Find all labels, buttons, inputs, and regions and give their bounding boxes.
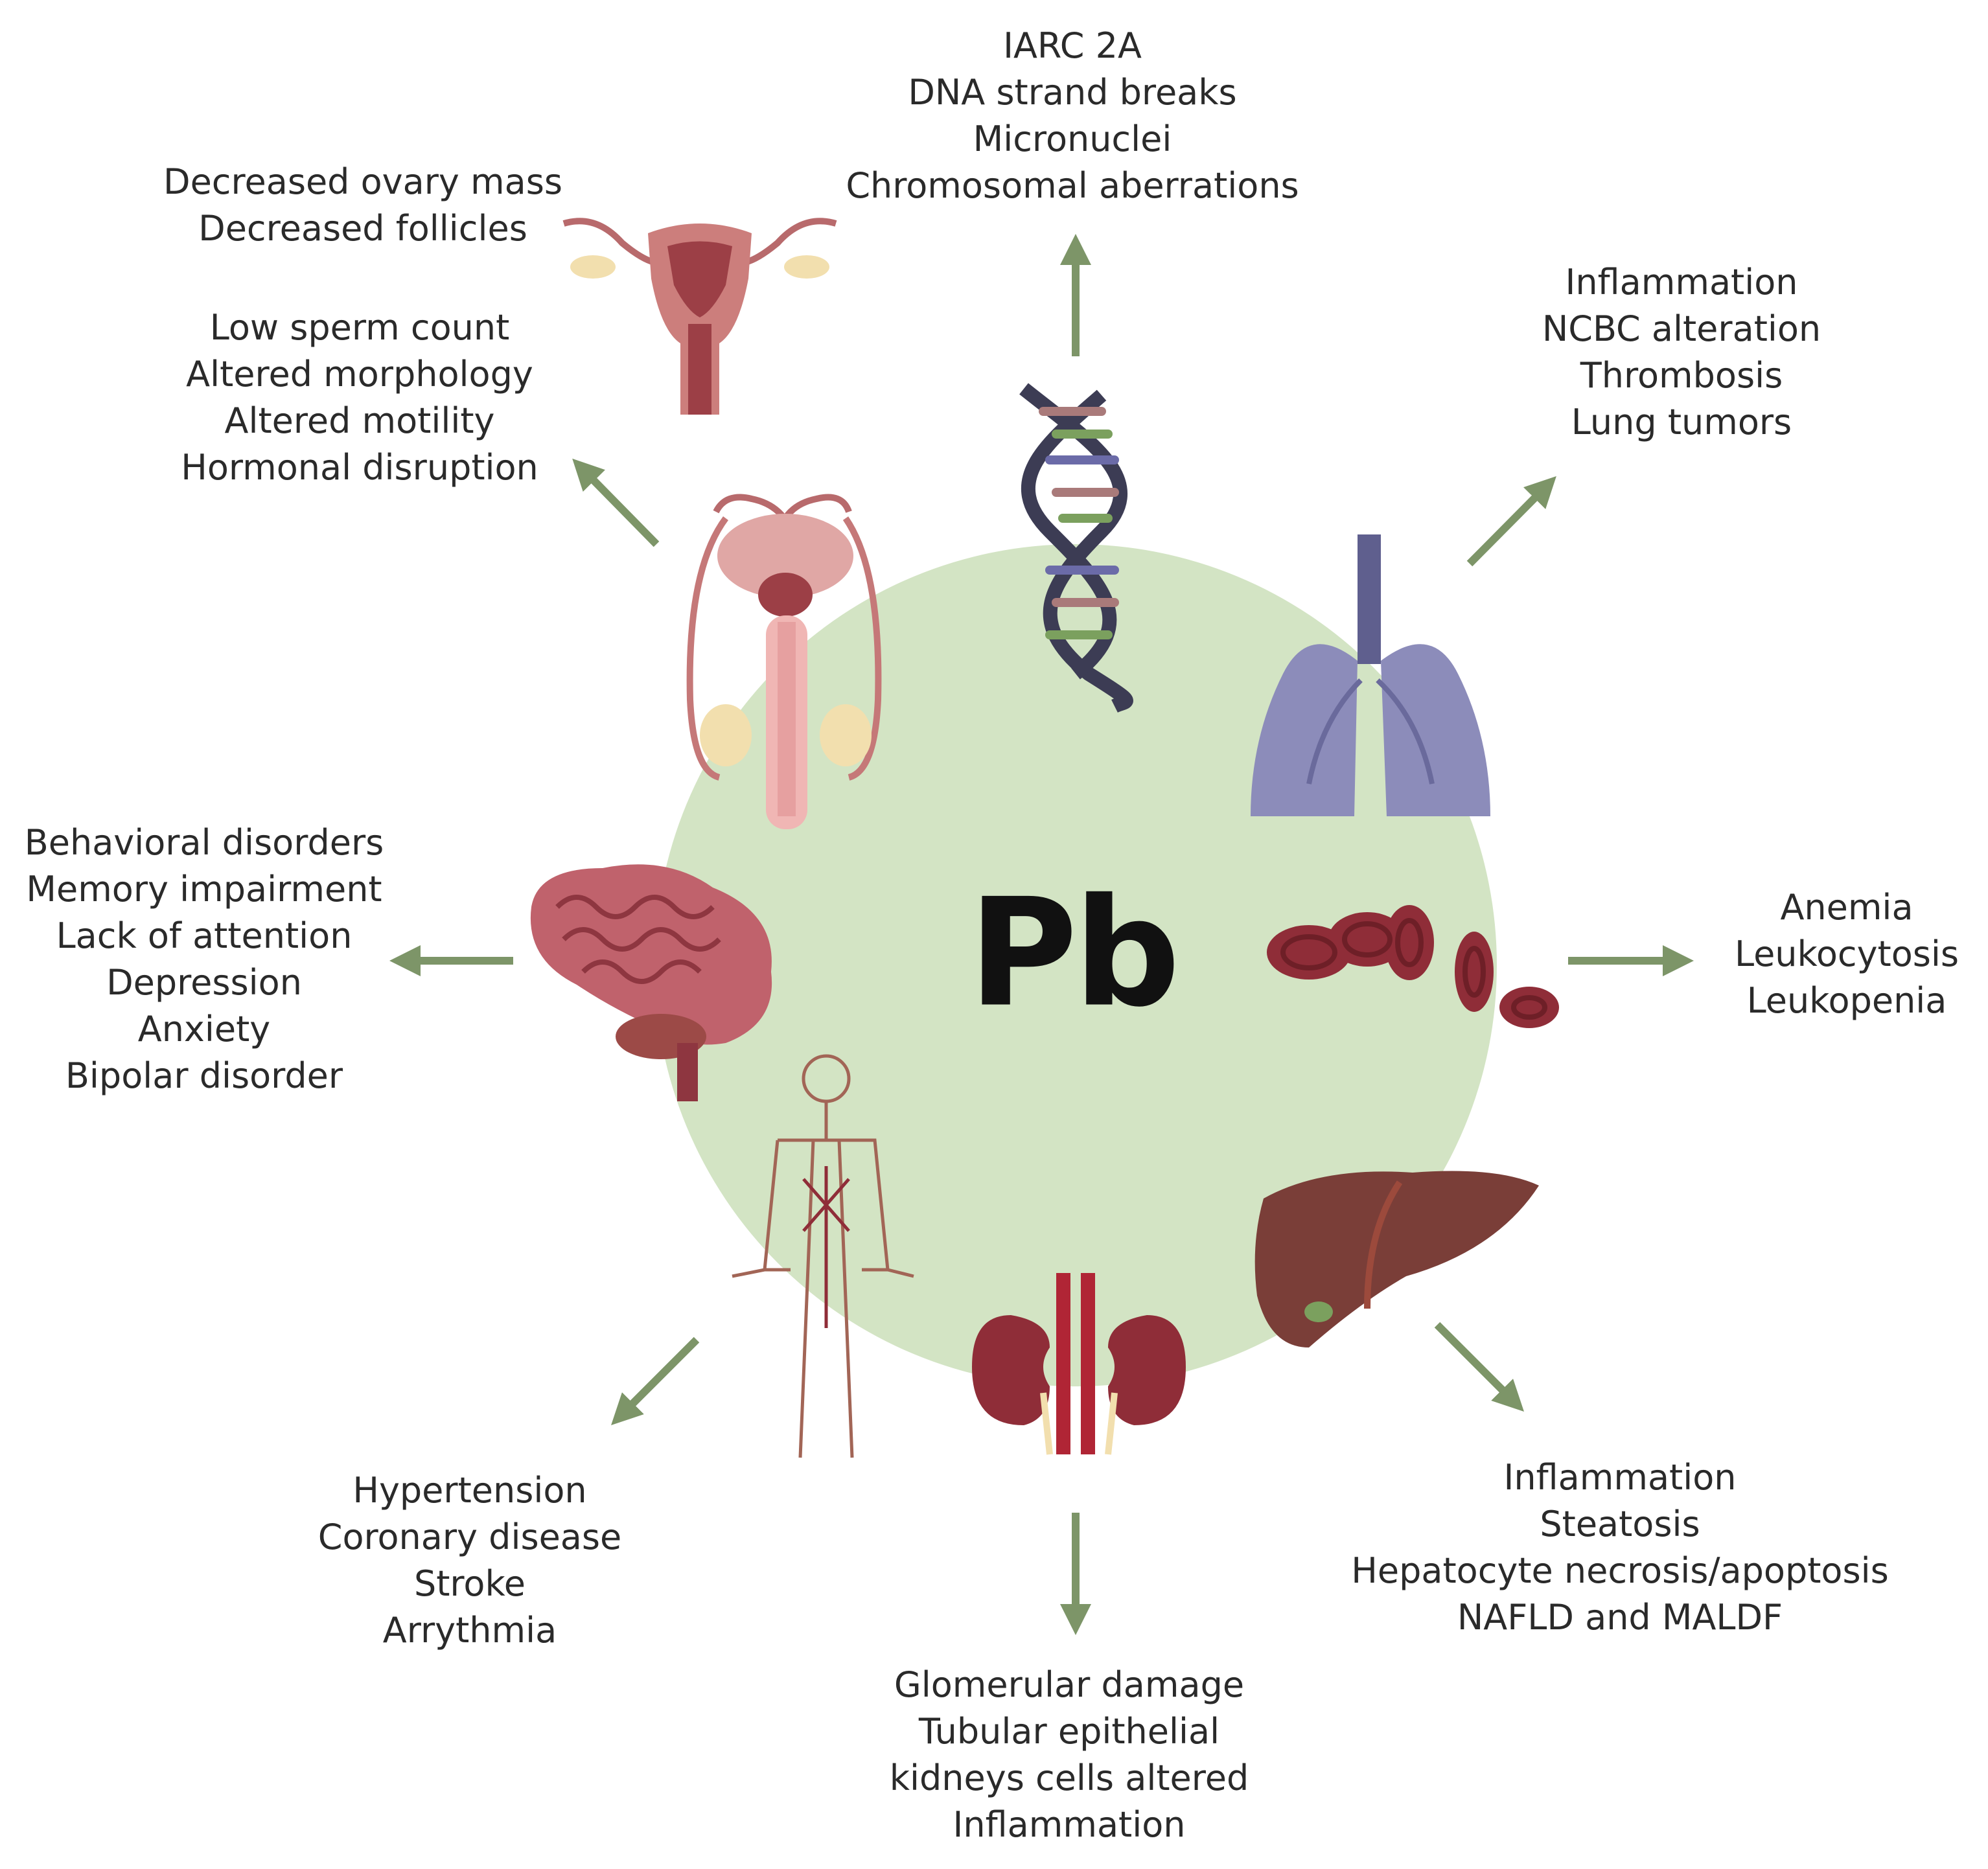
brain-icon [530, 864, 772, 1101]
label-line: Glomerular damage [894, 1664, 1245, 1705]
label-line: Stroke [413, 1563, 526, 1604]
label-line: Hepatocyte necrosis/apoptosis [1351, 1550, 1889, 1591]
label-line: Chromosomal aberrations [846, 165, 1299, 206]
cardio-effects-label: Hypertension Coronary disease Stroke Arr… [318, 1467, 622, 1654]
label-line: Behavioral disorders [24, 822, 384, 863]
label-line: Coronary disease [318, 1517, 622, 1557]
liver-effects-label: Inflammation Steatosis Hepatocyte necros… [1351, 1454, 1888, 1641]
label-line: Anemia [1780, 887, 1913, 928]
male-effects-label: Low sperm count Altered morphology Alter… [181, 304, 538, 491]
label-line: NCBC alteration [1542, 308, 1821, 349]
label-line: Inflammation [953, 1804, 1186, 1845]
label-line: DNA strand breaks [908, 72, 1237, 113]
male-reproductive-icon [686, 494, 882, 829]
label-line: Arrythmia [382, 1610, 557, 1651]
lung-effects-label: Inflammation NCBC alteration Thrombosis … [1542, 259, 1821, 446]
label-line: Leukopenia [1746, 980, 1947, 1021]
arrow-liver [1434, 1322, 1524, 1412]
label-line: Leukocytosis [1734, 934, 1959, 974]
label-line: Memory impairment [26, 869, 382, 910]
dna-icon [1019, 383, 1133, 713]
red-blood-cells-icon [1267, 905, 1559, 1028]
label-line: Altered motility [224, 400, 495, 441]
label-line: Decreased ovary mass [163, 161, 562, 202]
uterus-icon [562, 218, 837, 415]
label-line: Thrombosis [1580, 355, 1783, 396]
label-line: Lung tumors [1571, 402, 1792, 442]
label-line: Tubular epithelial [918, 1711, 1220, 1752]
circulatory-system-icon [732, 1054, 914, 1458]
female-effects-label: Decreased ovary mass Decreased follicles [163, 159, 562, 252]
label-line: Hormonal disruption [181, 447, 538, 488]
label-line: Decreased follicles [198, 208, 527, 249]
arrow-cardio [611, 1336, 700, 1425]
label-line: Depression [106, 962, 302, 1003]
label-line: Micronuclei [973, 119, 1172, 159]
liver-icon [1254, 1171, 1539, 1347]
label-line: NAFLD and MALDF [1457, 1597, 1783, 1638]
genotoxic-effects-label: IARC 2A DNA strand breaks Micronuclei Ch… [846, 23, 1299, 209]
kidney-effects-label: Glomerular damage Tubular epithelial kid… [890, 1662, 1249, 1848]
label-line: Altered morphology [186, 354, 533, 395]
center-element-label: Pb [968, 867, 1180, 1040]
label-line: Inflammation [1565, 262, 1798, 303]
arrow-reproductive [572, 458, 660, 547]
label-line: Low sperm count [209, 307, 510, 348]
label-line: Anxiety [137, 1009, 271, 1049]
kidneys-icon [972, 1273, 1186, 1455]
label-line: Bipolar disorder [65, 1055, 343, 1096]
blood-effects-label: Anemia Leukocytosis Leukopenia [1735, 884, 1959, 1024]
arrow-lung [1466, 476, 1556, 567]
label-line: Hypertension [353, 1470, 587, 1511]
label-line: IARC 2A [1003, 25, 1142, 66]
label-line: Steatosis [1540, 1504, 1700, 1544]
neuro-effects-label: Behavioral disorders Memory impairment L… [25, 820, 384, 1099]
label-line: kidneys cells altered [889, 1758, 1249, 1798]
label-line: Inflammation [1503, 1457, 1737, 1498]
lungs-icon [1251, 534, 1490, 816]
label-line: Lack of attention [56, 915, 353, 956]
